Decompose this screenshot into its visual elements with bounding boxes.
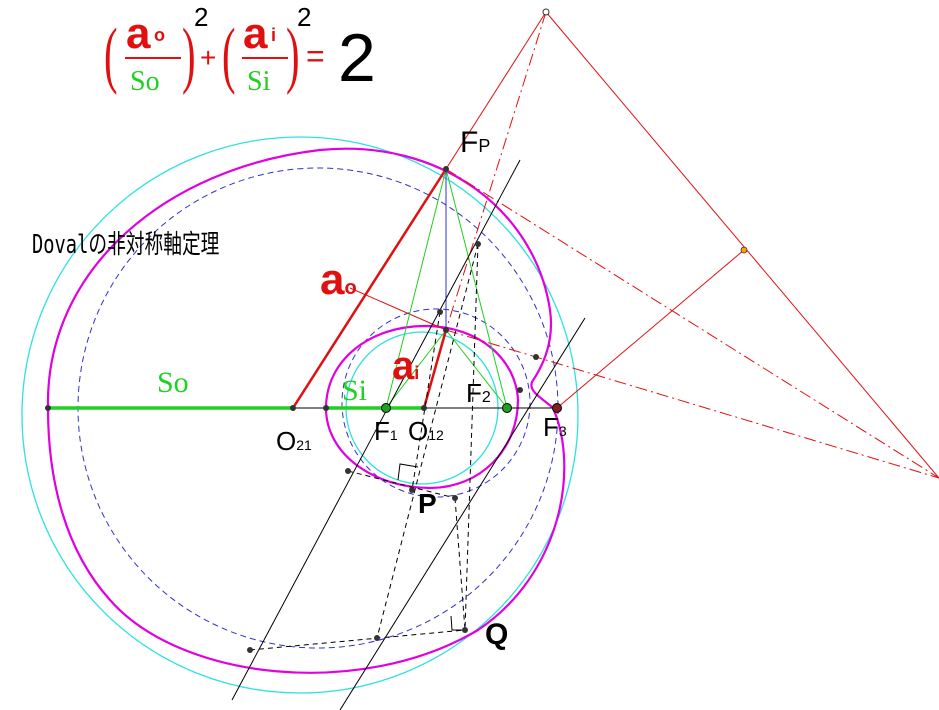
dashed-p-vertical bbox=[411, 311, 441, 491]
dashed-bottom bbox=[249, 629, 466, 651]
label-f1-sub: 1 bbox=[389, 427, 398, 443]
label-ao-sub: o bbox=[344, 277, 357, 299]
dashed-upper-lower bbox=[376, 243, 479, 639]
formula-so: So bbox=[130, 66, 160, 97]
point-f2 bbox=[502, 403, 512, 413]
point-right-2 bbox=[517, 387, 523, 393]
red-line-fp-top bbox=[445, 11, 547, 170]
formula-a-2: a bbox=[243, 9, 268, 58]
formula-equals: = bbox=[306, 38, 325, 74]
point-upper-black bbox=[475, 241, 481, 247]
point-o21 bbox=[290, 405, 296, 411]
formula-paren-2-open: ( bbox=[222, 14, 236, 96]
inner-dashed-circle bbox=[341, 308, 531, 498]
black-line-right bbox=[339, 317, 586, 710]
point-top bbox=[542, 8, 550, 16]
red-line-orange-f3 bbox=[556, 249, 745, 409]
formula-plus: + bbox=[200, 42, 217, 73]
formula-paren-2-close: ) bbox=[286, 14, 300, 96]
label-f2: F2 bbox=[466, 380, 491, 406]
label-fp: FP bbox=[460, 128, 490, 158]
label-o21-sub: 21 bbox=[296, 437, 312, 453]
right-angle-marker-q bbox=[450, 615, 466, 631]
dashed-left-p bbox=[347, 470, 456, 499]
label-ai: ai bbox=[392, 346, 419, 386]
right-angle-marker-p bbox=[397, 463, 419, 481]
formula-a-1: a bbox=[126, 9, 151, 58]
black-line-left bbox=[231, 159, 521, 701]
label-o12: O12 bbox=[408, 418, 444, 444]
point-o12 bbox=[421, 405, 427, 411]
point-p-right bbox=[452, 495, 458, 501]
label-o12-main: O bbox=[408, 416, 429, 446]
red-dashdot-inner-right bbox=[445, 329, 939, 479]
ao-segment bbox=[291, 168, 448, 409]
label-p: P bbox=[418, 488, 437, 519]
point-p bbox=[409, 487, 415, 493]
outer-oval-curve bbox=[46, 147, 566, 674]
inner-oval-curve bbox=[324, 324, 520, 490]
point-inner-left bbox=[323, 405, 329, 411]
point-q bbox=[462, 627, 468, 633]
point-bottom-left bbox=[247, 647, 253, 653]
red-line-ao-inner bbox=[349, 287, 447, 331]
label-so: So bbox=[157, 366, 189, 399]
label-ai-sub: i bbox=[414, 363, 420, 383]
outer-cyan-circle bbox=[21, 136, 579, 694]
green-fp-f2 bbox=[445, 168, 508, 409]
red-dashdot-top bbox=[445, 11, 547, 331]
label-o12-sub: 12 bbox=[428, 427, 444, 443]
point-bottom-mid bbox=[374, 635, 380, 641]
point-left-end bbox=[45, 405, 51, 411]
formula-exp-1: 2 bbox=[194, 2, 209, 32]
red-dashdot-fp-right bbox=[445, 168, 939, 479]
formula-fraction-bar-2 bbox=[242, 57, 288, 59]
point-fp bbox=[443, 166, 449, 172]
label-ao-main: a bbox=[320, 255, 345, 304]
label-f2-sub: 2 bbox=[481, 389, 491, 406]
point-inner-top bbox=[437, 309, 443, 315]
green-inner-f2 bbox=[445, 329, 508, 409]
formula-fraction-bar-1 bbox=[125, 57, 181, 59]
ai-segment bbox=[422, 329, 448, 409]
label-f2-main: F bbox=[466, 378, 482, 408]
point-left-dashed bbox=[345, 468, 351, 474]
point-orange bbox=[740, 246, 748, 254]
red-line-top-right bbox=[545, 11, 939, 479]
label-ai-main: a bbox=[392, 344, 415, 388]
label-f1: F1 bbox=[374, 418, 398, 444]
label-f3-main: F bbox=[543, 412, 559, 442]
point-f3 bbox=[552, 403, 562, 413]
formula-i-sub: i bbox=[271, 25, 277, 45]
diagram-title: Dovalの非対称軸定理 bbox=[32, 230, 220, 260]
label-o21: O21 bbox=[276, 428, 312, 454]
label-o21-main: O bbox=[276, 426, 297, 456]
formula-o-sub: o bbox=[154, 25, 165, 45]
point-right-1 bbox=[533, 354, 539, 360]
label-f3-sub: 3 bbox=[558, 423, 567, 439]
label-si: Si bbox=[342, 374, 368, 407]
point-inner-apex bbox=[443, 327, 449, 333]
label-fp-sub: P bbox=[478, 136, 491, 156]
green-inner-f1 bbox=[385, 329, 447, 409]
label-fp-main: F bbox=[460, 126, 479, 159]
formula-paren-1-open: ( bbox=[104, 14, 118, 96]
dashed-p-q bbox=[454, 497, 466, 631]
label-ao: ao bbox=[320, 258, 357, 302]
formula-rhs: 2 bbox=[338, 20, 376, 96]
green-fp-f1 bbox=[385, 168, 447, 409]
point-f1 bbox=[381, 403, 391, 413]
formula-si: Si bbox=[247, 66, 271, 97]
formula-paren-1-close: ) bbox=[182, 14, 196, 96]
dashed-fp-q bbox=[464, 243, 479, 631]
label-q: Q bbox=[485, 618, 509, 651]
label-f1-main: F bbox=[374, 416, 390, 446]
label-f3: F3 bbox=[543, 414, 567, 440]
formula-exp-2: 2 bbox=[297, 2, 312, 32]
